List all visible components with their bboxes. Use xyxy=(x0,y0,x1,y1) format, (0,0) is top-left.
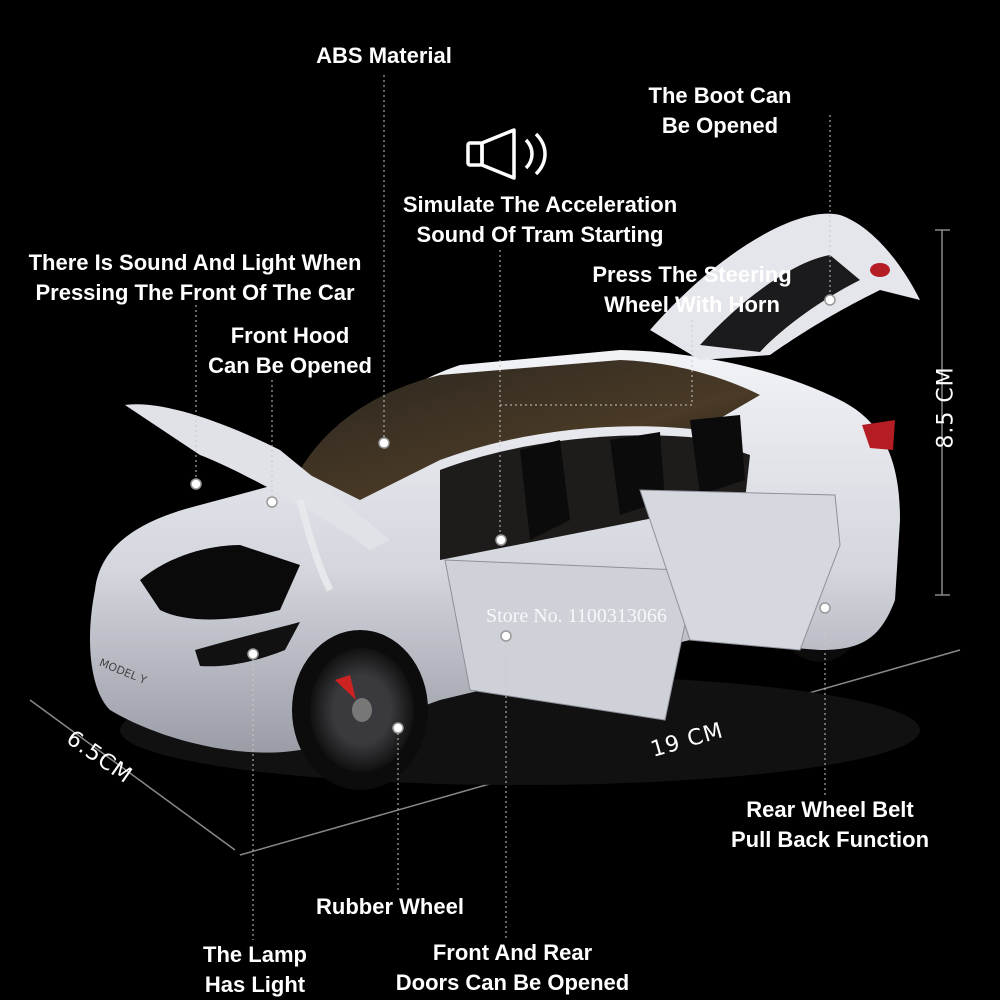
store-watermark: Store No. 1100313066 xyxy=(486,605,667,627)
callout-dots xyxy=(190,294,836,734)
label-simulate-line-2: Sound Of Tram Starting xyxy=(416,222,664,247)
speaker-icon xyxy=(466,128,547,180)
label-boot-line-2: Be Opened xyxy=(661,113,779,138)
label-simulate-line-1: Simulate The Acceleration xyxy=(402,192,678,217)
label-lamp: The Lamp Has Light xyxy=(180,940,330,1000)
leader-lines xyxy=(195,75,831,940)
label-doors-line-2: Doors Can Be Opened xyxy=(395,970,630,995)
front-door xyxy=(444,559,691,721)
label-doors: Front And Rear Doors Can Be Opened xyxy=(370,938,655,998)
label-front-hood: Front Hood Can Be Opened xyxy=(185,321,395,381)
label-hood-line-2: Can Be Opened xyxy=(208,353,372,378)
label-simulate: Simulate The Acceleration Sound Of Tram … xyxy=(375,190,705,250)
label-steering-line-1: Press The Steering xyxy=(592,262,792,287)
front-wheel xyxy=(292,630,428,790)
label-abs-line-1: ABS Material xyxy=(316,43,452,68)
label-lamp-line-2: Has Light xyxy=(204,972,306,997)
label-rear-line-2: Pull Back Function xyxy=(730,827,930,852)
label-sound-light: There Is Sound And Light When Pressing T… xyxy=(0,248,390,308)
label-steering-line-2: Wheel With Horn xyxy=(604,292,780,317)
label-steering: Press The Steering Wheel With Horn xyxy=(567,260,817,320)
label-doors-line-1: Front And Rear xyxy=(432,940,593,965)
label-lamp-line-1: The Lamp xyxy=(203,942,307,967)
rear-door xyxy=(639,489,841,651)
label-rubber-wheel: Rubber Wheel xyxy=(295,892,485,922)
label-abs-material: ABS Material xyxy=(300,41,468,71)
front-hood xyxy=(125,404,390,550)
label-sound-line-1: There Is Sound And Light When xyxy=(28,250,362,275)
label-rear-wheel: Rear Wheel Belt Pull Back Function xyxy=(710,795,950,855)
label-rear-line-1: Rear Wheel Belt xyxy=(746,797,914,822)
label-boot-line-1: The Boot Can xyxy=(648,83,792,108)
label-boot: The Boot Can Be Opened xyxy=(620,81,820,141)
dimension-height: 8.5 CM xyxy=(933,366,959,449)
car-body xyxy=(90,350,900,753)
label-rubber-line-1: Rubber Wheel xyxy=(316,894,464,919)
label-sound-line-2: Pressing The Front Of The Car xyxy=(35,280,355,305)
label-hood-line-1: Front Hood xyxy=(230,323,350,348)
